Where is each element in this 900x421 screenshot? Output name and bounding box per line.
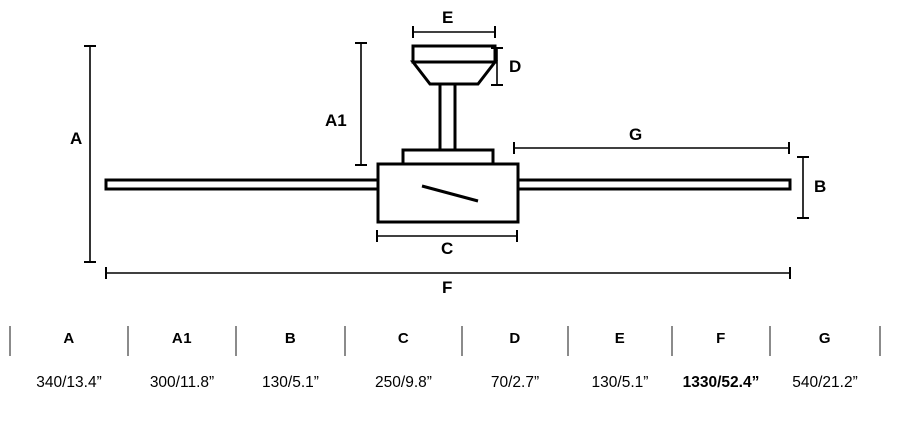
table-column-d: D 70/2.7” (462, 318, 568, 421)
table-column-a1: A1 300/11.8” (128, 318, 236, 421)
table-column-f: F 1330/52.4” (672, 318, 770, 421)
dimension-label-c: C (441, 239, 454, 258)
dimension-line-e (412, 26, 496, 38)
table-header-e: E (614, 330, 626, 347)
dimension-label-d: D (509, 57, 522, 76)
dimension-label-a1: A1 (325, 111, 347, 130)
table-header-f: F (716, 330, 726, 347)
table-header-a: A (63, 330, 75, 347)
canopy-top-rect (411, 44, 497, 64)
table-header-g: G (818, 330, 832, 347)
table-header-c: C (397, 330, 410, 347)
dimension-label-g: G (629, 125, 643, 144)
fan-illustration (104, 44, 792, 224)
fan-elevation-drawing (84, 26, 809, 279)
motor-top-plate (401, 148, 495, 166)
dimension-line-a (84, 45, 96, 263)
table-value-g: 540/21.2” (792, 374, 858, 391)
dimension-label-e: E (442, 8, 454, 27)
dimension-label-a: A (70, 129, 83, 148)
dimension-line-a1 (355, 42, 367, 166)
dimension-spec-table: A 340/13.4” A1 300/11.8” B 130/5.1” C 25… (0, 318, 900, 421)
table-value-a: 340/13.4” (36, 374, 102, 391)
dimension-line-f (105, 267, 791, 279)
blade-left (104, 178, 380, 191)
table-value-e: 130/5.1” (591, 374, 649, 391)
table-column-a: A 340/13.4” (10, 318, 128, 421)
table-value-f: 1330/52.4” (682, 374, 760, 391)
dimension-line-g (513, 142, 790, 154)
table-header-d: D (509, 330, 521, 347)
dimension-label-f: F (442, 278, 453, 297)
table-column-e: E 130/5.1” (568, 318, 672, 421)
table-column-b: B 130/5.1” (236, 318, 345, 421)
table-value-a1: 300/11.8” (149, 374, 215, 391)
table-header-b: B (284, 330, 297, 347)
table-header-a1: A1 (171, 330, 193, 347)
downrod (438, 82, 457, 152)
table-column-c: C 250/9.8” (345, 318, 462, 421)
dimension-line-c (376, 230, 518, 242)
dimension-line-d (491, 47, 503, 86)
table-value-c: 250/9.8” (375, 374, 432, 391)
canopy-trapezoid (409, 60, 499, 86)
blade-right (516, 178, 792, 191)
table-value-b: 130/5.1” (262, 374, 319, 391)
table-separators (9, 326, 881, 356)
table-column-g: G 540/21.2” (770, 318, 880, 421)
table-value-d: 70/2.7” (490, 374, 540, 391)
dimension-label-b: B (814, 177, 827, 196)
housing-diagonal-detail (421, 184, 479, 203)
dimension-line-b (797, 156, 809, 219)
